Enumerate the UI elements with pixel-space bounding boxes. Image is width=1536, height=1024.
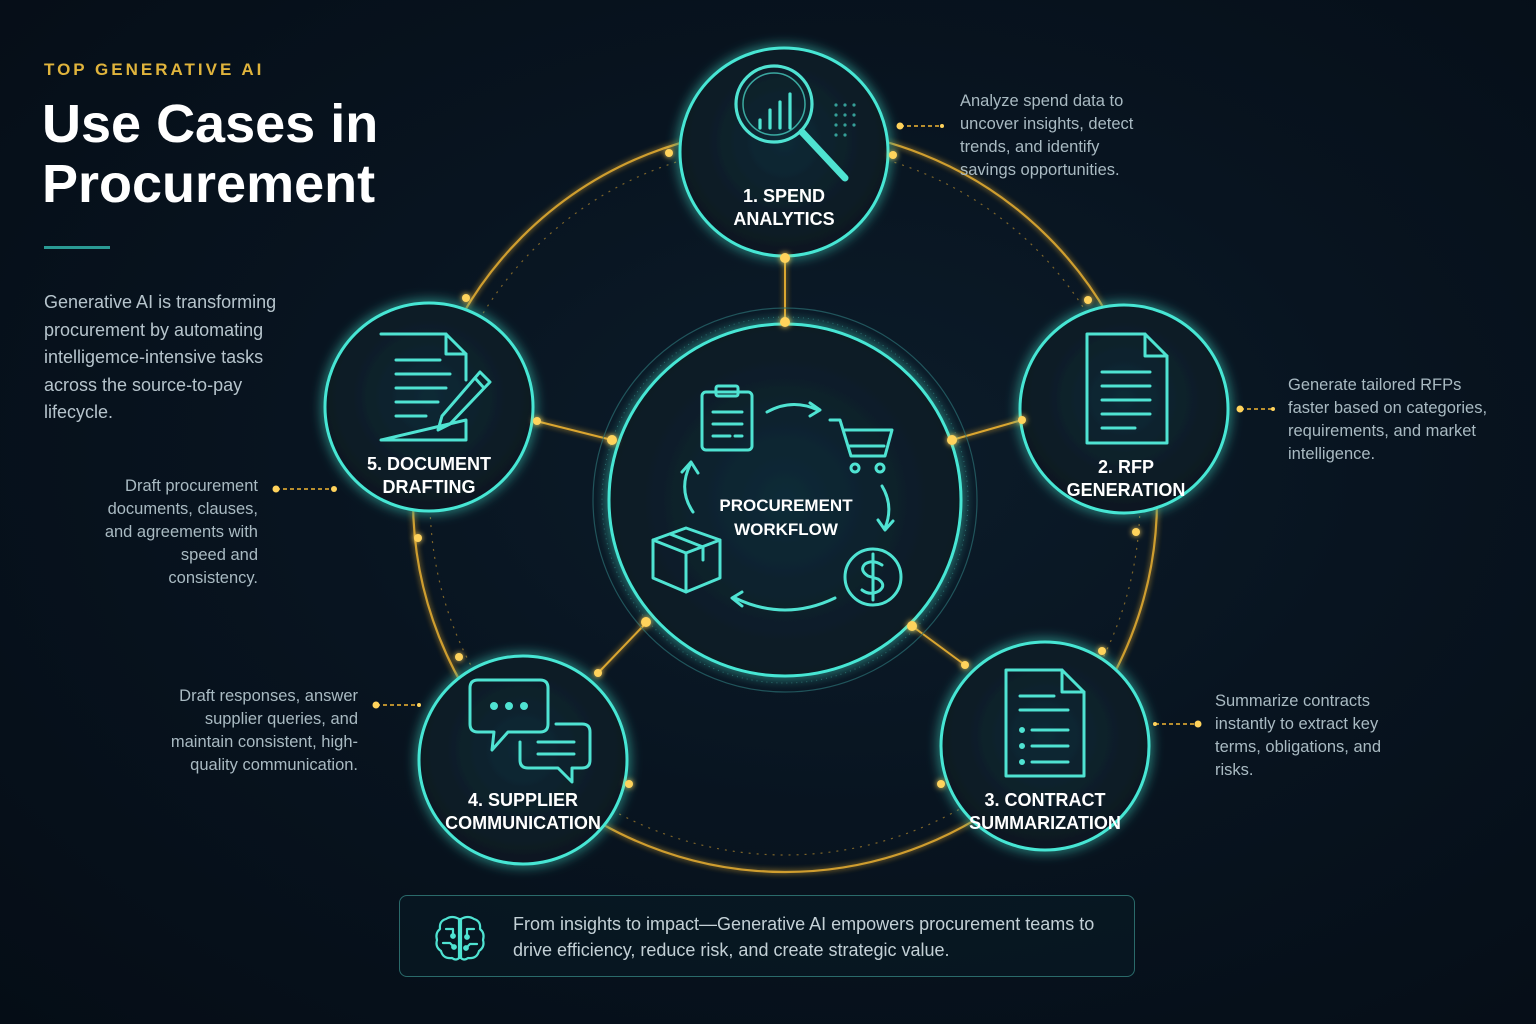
- node-contract-summarization: [939, 640, 1151, 852]
- center-label-line1: PROCUREMENT: [719, 496, 853, 515]
- arrow-up-icon: [680, 460, 700, 514]
- leader-rfp-generation: [1236, 405, 1275, 413]
- node-label-line2: COMMUNICATION: [445, 813, 601, 833]
- leader-lines: [272, 122, 1275, 728]
- node-label-line2: SUMMARIZATION: [969, 813, 1121, 833]
- node-label-spend-analytics: 1. SPEND ANALYTICS: [733, 185, 834, 231]
- intro-paragraph: Generative AI is transforming procuremen…: [44, 292, 277, 422]
- node-label-contract-summarization: 3. CONTRACT SUMMARIZATION: [969, 789, 1121, 835]
- page-title-line1: Use Cases in: [42, 94, 379, 154]
- node-rfp-generation: [1018, 303, 1230, 515]
- node-label-line1: 3. CONTRACT: [984, 790, 1106, 810]
- node-label-line1: 1. SPEND: [742, 186, 826, 206]
- connector-rfp-generation: [951, 419, 1023, 441]
- clipboard-icon: [700, 384, 754, 452]
- node-label-line1: 4. SUPPLIER: [467, 790, 579, 810]
- connector-contract-summarization: [911, 625, 966, 666]
- description-document-drafting: Draft procurement documents, clauses, an…: [104, 477, 258, 587]
- node-label-line2: DRAFTING: [382, 477, 476, 497]
- arrow-right-icon: [765, 401, 822, 418]
- chat-bubbles-icon: [468, 678, 592, 784]
- dot-grid-icon: [834, 103, 856, 137]
- footer-text: From insights to impact—Generative AI em…: [513, 914, 1095, 960]
- description-rfp-generation: Generate tailored RFPs faster based on c…: [1288, 376, 1488, 463]
- leader-supplier-communication: [372, 701, 421, 709]
- center-hub-label: PROCUREMENT WORKFLOW: [719, 494, 852, 542]
- shopping-cart-icon: [828, 418, 894, 474]
- node-supplier-communication: [417, 654, 629, 866]
- center-label-line2: WORKFLOW: [734, 520, 838, 539]
- leader-contract-summarization: [1153, 720, 1202, 728]
- node-label-rfp-generation: 2. RFP GENERATION: [1067, 456, 1186, 502]
- document-icon: [1085, 332, 1169, 445]
- junction-dots: [414, 149, 1140, 788]
- brain-circuit-icon: [435, 915, 485, 961]
- hub-connectors: [535, 257, 1023, 674]
- node-label-line2: GENERATION: [1066, 480, 1186, 500]
- arrow-down-icon: [876, 484, 895, 532]
- kicker-text: TOP GENERATIVE AI: [44, 60, 265, 79]
- description-supplier-communication: Draft responses, answer supplier queries…: [170, 687, 358, 774]
- dollar-coin-icon: [843, 547, 903, 607]
- package-box-icon: [651, 526, 722, 594]
- contract-list-icon: [1004, 668, 1086, 778]
- node-label-document-drafting: 5. DOCUMENT DRAFTING: [367, 453, 491, 499]
- document-pen-icon: [379, 332, 492, 442]
- connector-document-drafting: [535, 420, 613, 441]
- page-title: Use Cases in Procurement: [42, 94, 462, 214]
- connector-supplier-communication: [597, 622, 647, 674]
- leader-spend-analytics: [896, 122, 944, 130]
- node-document-drafting: [323, 301, 535, 513]
- leader-document-drafting: [272, 485, 337, 493]
- node-label-line1: 2. RFP: [1097, 457, 1155, 477]
- node-label-supplier-communication: 4. SUPPLIER COMMUNICATION: [445, 789, 601, 835]
- magnifier-chart-icon: [734, 64, 849, 182]
- title-underline: [44, 246, 110, 249]
- arrow-left-icon: [730, 590, 837, 612]
- description-contract-summarization: Summarize contracts instantly to extract…: [1215, 692, 1382, 779]
- node-label-line1: 5. DOCUMENT: [366, 454, 492, 474]
- footer-callout: From insights to impact—Generative AI em…: [399, 895, 1135, 977]
- description-spend-analytics: Analyze spend data to uncover insights, …: [960, 92, 1134, 179]
- page-title-line2: Procurement: [42, 154, 376, 214]
- node-label-line2: ANALYTICS: [733, 209, 835, 229]
- workflow-icons: [651, 384, 903, 612]
